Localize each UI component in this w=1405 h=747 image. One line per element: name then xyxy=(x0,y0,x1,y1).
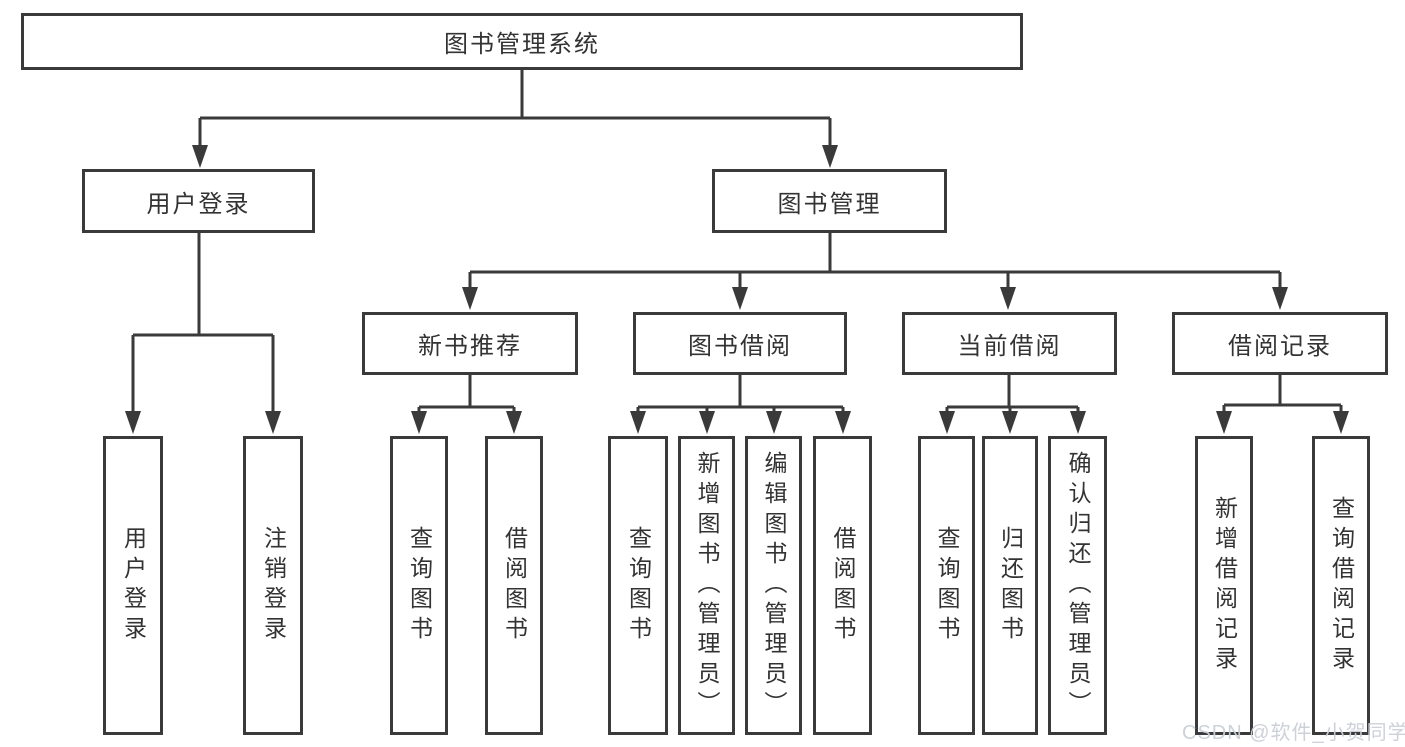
edge-book-borrow-to-leaves xyxy=(636,375,845,413)
leaf-query-books-recommend: 查询图书 xyxy=(390,436,448,735)
leaf-confirm-return-admin: 确认归还（管理员） xyxy=(1048,436,1107,735)
edge-user-login-to-leaves xyxy=(131,233,275,413)
leaf-add-books-admin: 新增图书（管理员） xyxy=(678,436,735,735)
arrowhead-icon xyxy=(506,411,522,434)
leaf-query-books-current: 查询图书 xyxy=(918,436,975,735)
arrowhead-icon xyxy=(411,411,427,434)
arrowhead-icon xyxy=(1000,287,1016,310)
arrowhead-icon xyxy=(822,145,838,168)
leaf-query-borrow-record: 查询借阅记录 xyxy=(1312,436,1370,735)
node-borrow-records: 借阅记录 xyxy=(1172,312,1388,375)
edge-root-to-level2 xyxy=(198,70,832,147)
node-label: 注销登录 xyxy=(260,525,287,646)
arrowhead-icon xyxy=(939,411,955,434)
node-new-book-recommend: 新书推荐 xyxy=(362,312,578,375)
node-label: 归还图书 xyxy=(997,525,1024,646)
arrowhead-icon xyxy=(1216,411,1232,434)
node-label: 当前借阅 xyxy=(957,333,1062,360)
leaf-add-borrow-record: 新增借阅记录 xyxy=(1195,436,1253,735)
arrowhead-icon xyxy=(732,287,748,310)
arrowhead-icon xyxy=(1272,287,1288,310)
arrowhead-icon xyxy=(699,411,715,434)
arrowhead-icon xyxy=(1070,411,1086,434)
arrowhead-icon xyxy=(462,287,478,310)
arrowhead-icon xyxy=(630,411,646,434)
leaf-edit-books-admin: 编辑图书（管理员） xyxy=(745,436,802,735)
node-label: 图书管理 xyxy=(777,190,882,218)
leaf-query-books-borrow: 查询图书 xyxy=(608,436,668,735)
edge-current-borrow-to-leaves xyxy=(945,375,1080,413)
node-user-login: 用户登录 xyxy=(82,169,315,233)
node-label: 编辑图书（管理员） xyxy=(761,450,787,721)
arrowhead-icon xyxy=(265,411,281,434)
leaf-borrow-books-recommend: 借阅图书 xyxy=(485,436,543,735)
node-label: 查询图书 xyxy=(625,525,652,646)
node-book-management: 图书管理 xyxy=(712,169,947,233)
edge-book-mgmt-to-level3 xyxy=(468,233,1282,290)
arrowhead-icon xyxy=(125,411,141,434)
arrowheads xyxy=(125,145,1349,434)
edge-new-books-to-leaves xyxy=(417,375,516,413)
node-label: 新增借阅记录 xyxy=(1211,495,1238,676)
node-label: 查询图书 xyxy=(934,525,960,646)
leaf-user-login: 用户登录 xyxy=(103,436,163,735)
node-label: 查询图书 xyxy=(406,525,433,646)
node-label: 借阅记录 xyxy=(1228,333,1332,360)
node-book-borrow: 图书借阅 xyxy=(633,312,847,375)
node-label: 查询借阅记录 xyxy=(1328,495,1355,676)
node-label: 用户登录 xyxy=(146,190,251,218)
edge-borrow-records-to-leaves xyxy=(1222,375,1343,413)
arrowhead-icon xyxy=(1002,411,1018,434)
arrowhead-icon xyxy=(192,145,208,168)
node-library-management-system: 图书管理系统 xyxy=(21,13,1023,70)
leaf-return-books: 归还图书 xyxy=(982,436,1038,735)
leaf-logout: 注销登录 xyxy=(243,436,303,735)
arrowhead-icon xyxy=(1333,411,1349,434)
node-label: 新增图书（管理员） xyxy=(694,450,720,721)
csdn-watermark: CSDN @软件_小贺同学 xyxy=(1182,722,1405,744)
node-label: 图书借阅 xyxy=(688,333,792,360)
node-label: 图书管理系统 xyxy=(444,31,600,58)
arrowhead-icon xyxy=(835,411,851,434)
node-label: 借阅图书 xyxy=(501,525,528,646)
node-label: 新书推荐 xyxy=(418,333,522,360)
node-current-borrow: 当前借阅 xyxy=(902,312,1117,375)
leaf-borrow-books: 借阅图书 xyxy=(813,436,872,735)
arrowhead-icon xyxy=(766,411,782,434)
node-label: 确认归还（管理员） xyxy=(1065,450,1091,721)
node-label: 借阅图书 xyxy=(830,525,856,646)
node-label: 用户登录 xyxy=(120,525,147,646)
